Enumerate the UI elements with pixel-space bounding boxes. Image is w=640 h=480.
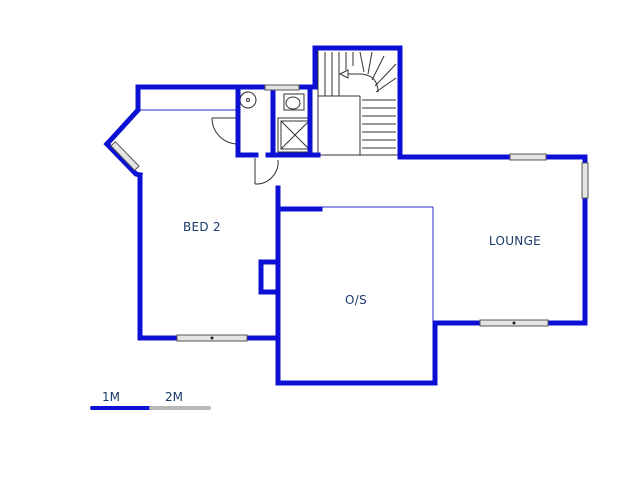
scale-bar: 1M 2M (90, 390, 211, 410)
room-label-lounge: LOUNGE (489, 234, 541, 248)
room-label-os: O/S (345, 293, 367, 307)
windows (110, 84, 589, 342)
walls (103, 45, 588, 386)
interior-lines (140, 109, 434, 322)
scale-label-1m: 1M (102, 390, 120, 404)
scale-label-2m: 2M (165, 390, 183, 404)
door-swings (211, 117, 279, 185)
staircase (317, 49, 399, 156)
bathroom-fixtures (239, 91, 313, 153)
room-label-bed2: BED 2 (183, 220, 221, 234)
